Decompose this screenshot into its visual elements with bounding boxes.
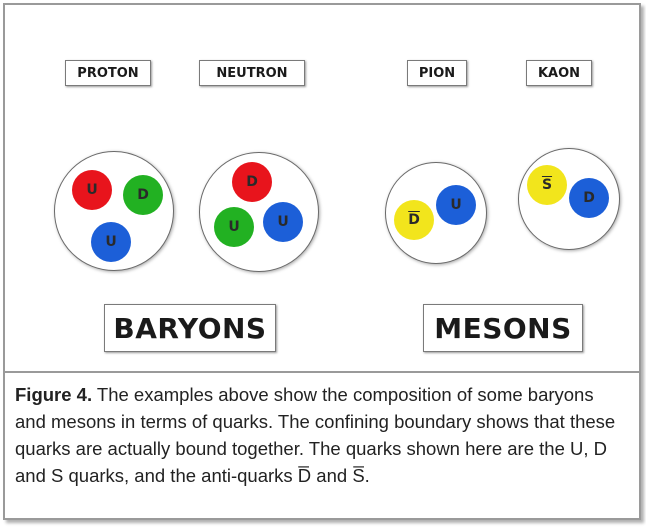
pion-quark-2: U [436,185,476,225]
figure-frame: PROTON NEUTRON PION KAON U D U D U U D U… [3,3,641,520]
kaon-quark-1: S [527,165,567,205]
pion-label: PION [407,60,467,86]
neutron-quark-1: D [232,162,272,202]
proton-quark-1: U [72,170,112,210]
caption-heading: Figure 4. [15,384,93,405]
pion-quark-1: D [394,200,434,240]
quark-diagram: PROTON NEUTRON PION KAON U D U D U U D U… [5,5,639,371]
kaon-label: KAON [526,60,592,86]
proton-quark-2: D [123,175,163,215]
proton-quark-3: U [91,222,131,262]
kaon-quark-2: D [569,178,609,218]
baryons-label: BARYONS [104,304,276,352]
neutron-quark-2: U [214,207,254,247]
neutron-quark-3: U [263,202,303,242]
proton-label: PROTON [65,60,151,86]
figure-caption: Figure 4. The examples above show the co… [5,371,639,518]
mesons-label: MESONS [423,304,583,352]
neutron-label: NEUTRON [199,60,305,86]
caption-text: The examples above show the composition … [15,384,616,486]
